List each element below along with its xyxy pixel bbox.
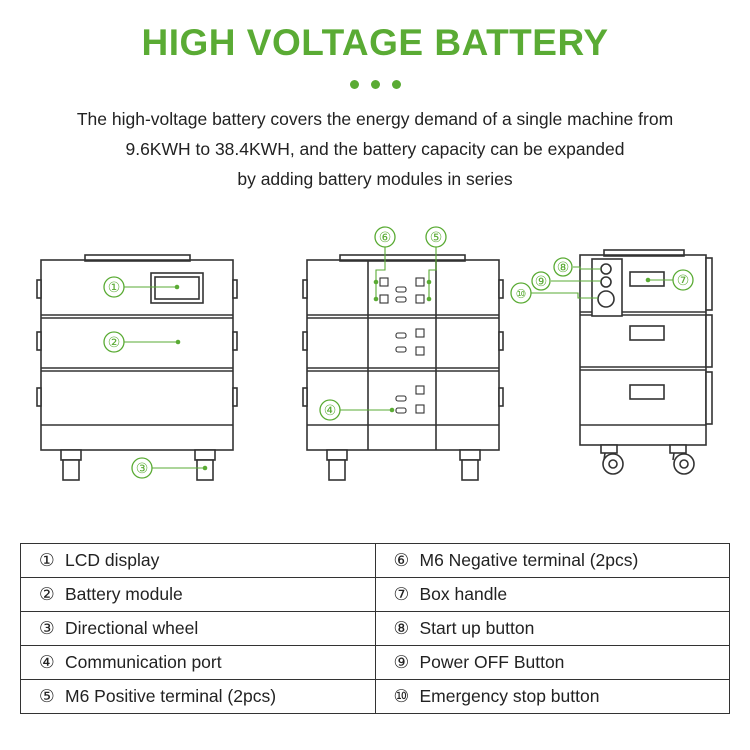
dot-3: [391, 80, 401, 89]
legend-cell: ⑦ Box handle: [374, 577, 730, 612]
legend-label: Emergency stop button: [419, 686, 600, 706]
callout-2-label: ②: [108, 335, 121, 351]
legend-number: ⑤: [39, 686, 55, 706]
callout-6-label: ⑥: [379, 230, 392, 246]
legend-number: ③: [39, 618, 55, 638]
callout-5: ⑤: [425, 226, 447, 302]
title-dots: [0, 80, 750, 94]
front-wheel-left: [62, 459, 80, 481]
legend-label: Directional wheel: [65, 618, 199, 638]
dot-1: [349, 80, 359, 89]
legend-cell: ④ Communication port: [20, 645, 376, 680]
front-view: [36, 254, 238, 481]
legend-row: ② Battery module ⑦ Box handle: [20, 577, 730, 612]
legend-label: M6 Negative terminal (2pcs): [419, 550, 639, 570]
description-line-2: 9.6KWH to 38.4KWH, and the battery capac…: [125, 139, 625, 159]
callout-6: ⑥: [373, 226, 396, 302]
legend-label: LCD display: [65, 550, 160, 570]
legend-number: ⑦: [393, 584, 410, 604]
legend-number: ②: [39, 584, 55, 604]
legend-cell: ⑩ Emergency stop button: [374, 679, 730, 714]
legend-label: Start up button: [419, 618, 535, 638]
callout-8: ⑧: [553, 257, 601, 277]
callout-7: ⑦: [645, 269, 694, 291]
callout-8-label: ⑧: [557, 260, 570, 276]
description-line-1: The high-voltage battery covers the ener…: [76, 109, 674, 129]
legend-label: M6 Positive terminal (2pcs): [65, 686, 277, 706]
legend-label: Box handle: [419, 584, 508, 604]
legend-number: ⑨: [393, 652, 410, 672]
callout-2: ②: [103, 331, 181, 353]
callout-1-label: ①: [108, 280, 121, 296]
emergency-stop-button: [597, 290, 615, 308]
legend-number: ④: [39, 652, 55, 672]
legend-table: ① LCD display ⑥ M6 Negative terminal (2pcs…: [20, 543, 730, 714]
callout-5-label: ⑤: [430, 230, 443, 246]
front-cabinet: [40, 259, 234, 451]
description: The high-voltage battery covers the ener…: [40, 104, 710, 194]
legend-cell: ⑨ Power OFF Button: [374, 645, 730, 680]
battery-diagram: .o { fill: none; stroke: #333; stroke-wi…: [36, 226, 713, 481]
legend-label: Communication port: [65, 652, 222, 672]
legend-cell: ⑧ Start up button: [374, 611, 730, 646]
legend-number: ⑥: [393, 550, 410, 570]
legend-cell: ⑤ M6 Positive terminal (2pcs): [20, 679, 376, 714]
callout-1: ①: [103, 276, 180, 298]
legend-number: ⑩: [393, 686, 410, 706]
terminal-view: [302, 254, 504, 481]
legend-cell: ⑥ M6 Negative terminal (2pcs): [374, 543, 730, 578]
legend-cell: ③ Directional wheel: [20, 611, 376, 646]
legend-label: Power OFF Button: [419, 652, 565, 672]
front-top-cover: [84, 254, 191, 262]
legend-row: ⑤ M6 Positive terminal (2pcs) ⑩ Emergency …: [20, 679, 730, 714]
legend-number: ①: [39, 550, 55, 570]
callout-4: ④: [319, 399, 395, 421]
legend-row: ③ Directional wheel ⑧ Start up button: [20, 611, 730, 646]
legend-cell: ② Battery module: [20, 577, 376, 612]
description-line-3: by adding battery modules in series: [237, 169, 513, 189]
communication-port: [395, 407, 407, 414]
dot-2: [370, 80, 380, 89]
power-off-button: [600, 276, 612, 288]
legend-label: Battery module: [65, 584, 183, 604]
callout-9: ⑨: [531, 271, 601, 291]
legend-cell: ① LCD display: [20, 543, 376, 578]
callout-9-label: ⑨: [535, 274, 548, 290]
callout-3-label: ③: [136, 461, 149, 477]
legend-row: ① LCD display ⑥ M6 Negative terminal (2pcs…: [20, 543, 730, 578]
page-title: HIGH VOLTAGE BATTERY: [141, 22, 609, 63]
callout-10-label: ⑩: [516, 287, 527, 301]
start-up-button: [600, 263, 612, 275]
callout-4-label: ④: [324, 403, 337, 419]
callout-3: ③: [131, 457, 208, 479]
callout-7-label: ⑦: [677, 273, 690, 289]
legend-number: ⑧: [393, 618, 410, 638]
legend-row: ④ Communication port ⑨ Power OFF Button: [20, 645, 730, 680]
callout-10: ⑩: [510, 282, 598, 304]
